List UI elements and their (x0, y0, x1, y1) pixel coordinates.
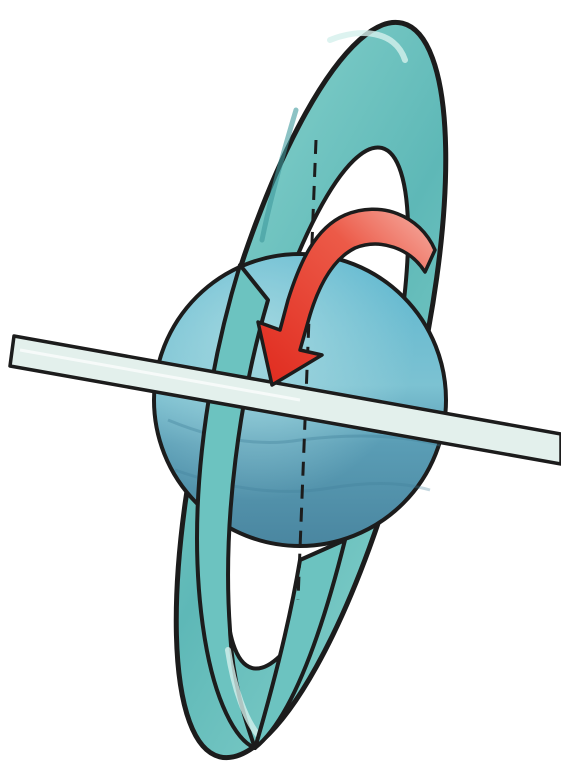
planet-illustration (0, 0, 561, 764)
